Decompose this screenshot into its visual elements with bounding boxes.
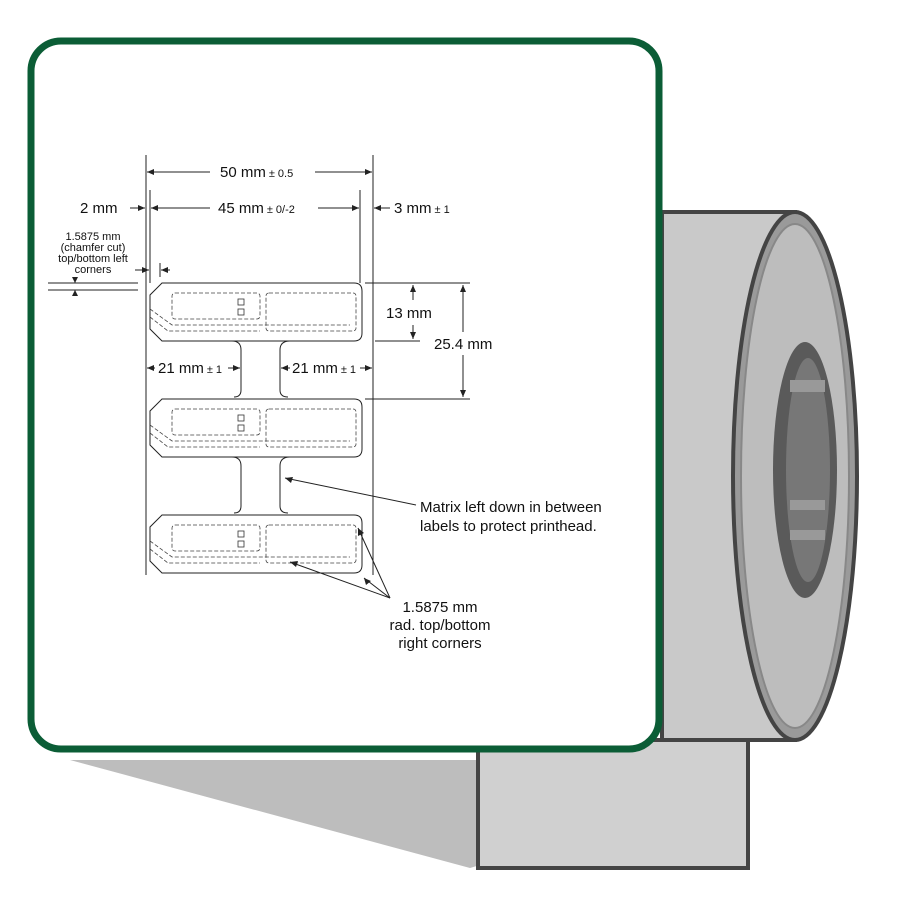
- radius-note: 1.5875 mm rad. top/bottom right corners: [390, 599, 491, 652]
- liner-edges: [145, 155, 374, 575]
- matrix-bridges: [231, 340, 291, 514]
- svg-text:(chamfer cut): (chamfer cut): [61, 242, 126, 254]
- panel-shadow: [70, 760, 480, 868]
- label-roll: [660, 210, 859, 742]
- svg-text:1.5875 mm: 1.5875 mm: [402, 599, 477, 616]
- matrix-note: Matrix left down in between labels to pr…: [420, 499, 602, 535]
- left-margin-label: 2 mm: [80, 200, 118, 217]
- svg-text:top/bottom left: top/bottom left: [58, 253, 128, 265]
- chamfer-note: 1.5875 mm (chamfer cut) top/bottom left …: [58, 231, 128, 276]
- right-margin-label: 3 mm± 1: [394, 200, 450, 217]
- svg-text:rad. top/bottom: rad. top/bottom: [390, 617, 491, 634]
- pitch-label: 25.4 mm: [434, 336, 492, 353]
- label-web: [476, 738, 750, 870]
- svg-text:Matrix left down in between: Matrix left down in between: [420, 499, 602, 516]
- right-matrix-label: 21 mm± 1: [292, 360, 356, 377]
- label-width-label: 45 mm± 0/-2: [218, 200, 295, 217]
- left-matrix-label: 21 mm± 1: [158, 360, 222, 377]
- svg-text:right corners: right corners: [398, 635, 481, 652]
- svg-text:corners: corners: [75, 264, 112, 276]
- diagram-panel: [27, 37, 663, 753]
- svg-text:1.5875 mm: 1.5875 mm: [65, 231, 120, 243]
- label-height-label: 13 mm: [386, 305, 432, 322]
- arrowheads: [72, 169, 466, 585]
- svg-text:labels to protect printhead.: labels to protect printhead.: [420, 518, 597, 535]
- overall-width-label: 50 mm± 0.5: [220, 164, 293, 181]
